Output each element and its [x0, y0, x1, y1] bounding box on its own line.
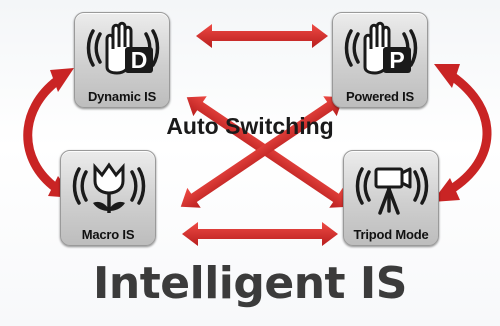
mode-label: Powered IS: [345, 89, 415, 104]
arrow-left-curve: [23, 75, 63, 193]
camcorder-tripod-icon: [355, 167, 429, 215]
arrowhead-right-top: [434, 64, 460, 88]
arrow-dynamic-powered: [196, 24, 328, 48]
mode-label: Dynamic IS: [87, 89, 157, 104]
mode-powered-is: P Powered IS: [332, 12, 428, 108]
arrow-right-curve: [445, 71, 492, 195]
arrowhead-left-top: [50, 68, 74, 92]
arrow-macro-tripod: [182, 222, 338, 246]
shaking-hand-icon: D: [86, 21, 160, 75]
mode-label: Macro IS: [81, 227, 135, 242]
arrow-diagonal-powered-macro: [180, 96, 344, 208]
svg-text:P: P: [389, 47, 404, 73]
auto-switching-label: Auto Switching: [166, 113, 334, 139]
tulip-macro-icon: [72, 162, 146, 213]
mode-macro-is: Macro IS: [60, 150, 156, 246]
arrowhead-right-bottom: [432, 178, 460, 202]
mode-tripod: Tripod Mode: [343, 150, 439, 246]
mode-dynamic-is: D Dynamic IS: [74, 12, 170, 108]
shaking-hand-icon: P: [344, 21, 418, 75]
main-title: Intelligent IS: [93, 258, 407, 309]
svg-text:D: D: [131, 47, 148, 73]
mode-label: Tripod Mode: [353, 227, 429, 242]
